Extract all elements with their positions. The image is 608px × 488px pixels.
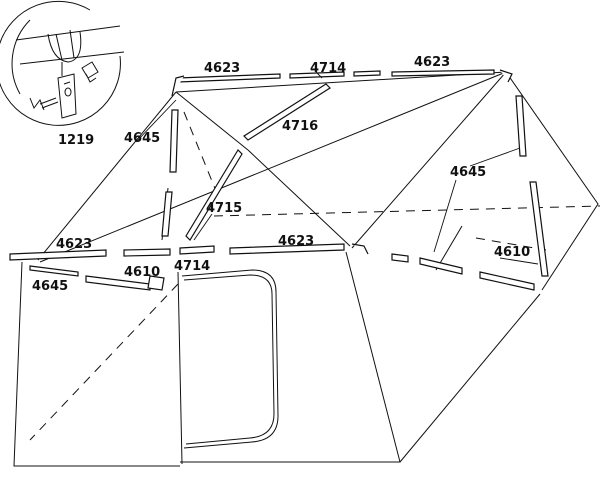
label-4623-top-left: 4623 xyxy=(204,61,240,76)
pole-eave-mid-4714 xyxy=(123,248,171,257)
pole-rafter-4645-b xyxy=(85,275,151,291)
label-4715: 4715 xyxy=(206,201,242,216)
tube-icon xyxy=(15,25,125,65)
leader-4714-top xyxy=(315,71,323,79)
pole-center-4715 xyxy=(185,149,243,241)
label-4610-center: 4610 xyxy=(124,265,160,280)
pole-eave-mid2 xyxy=(179,245,215,255)
pole-rafter-4645-a xyxy=(29,265,79,277)
label-4645-front: 4645 xyxy=(32,279,68,294)
roof-ridge-right xyxy=(247,149,351,247)
pole-side-dash-2 xyxy=(419,257,463,275)
leader-lines xyxy=(135,71,539,265)
pole-upright-mid xyxy=(161,191,173,237)
pole-top-right xyxy=(391,69,495,77)
label-4623-eave-center: 4623 xyxy=(278,234,314,249)
inset-circle xyxy=(0,0,121,126)
door-panel xyxy=(181,269,279,449)
pole-right-rafter-top xyxy=(515,95,527,157)
right-wall-bottom xyxy=(399,293,541,463)
left-roof-edge xyxy=(37,91,177,261)
pole-top-left-corner xyxy=(171,75,185,97)
clamp-band-icon xyxy=(47,29,82,63)
pole-upright-left xyxy=(169,109,179,173)
label-4645-right: 4645 xyxy=(450,165,486,180)
part-callouts: 4623 4714 4623 4716 4645 4645 4715 4623 … xyxy=(32,55,530,294)
label-4610-right: 4610 xyxy=(494,245,530,260)
tent-outline xyxy=(13,71,599,467)
clamp-hole-icon xyxy=(64,87,72,97)
pole-side-dash-3 xyxy=(479,271,535,291)
hidden-line-back xyxy=(475,237,547,251)
door-panel-inner xyxy=(183,274,275,445)
leader-4645-right xyxy=(469,147,521,167)
pole-eave-right-end xyxy=(351,243,369,255)
pole-top-connector xyxy=(289,71,345,79)
label-4623-top-right: 4623 xyxy=(414,55,450,70)
door-divider xyxy=(177,271,183,465)
hidden-lines xyxy=(29,111,601,441)
right-wing-edge xyxy=(505,71,599,291)
front-center-edge xyxy=(180,251,401,463)
pole-front-mid xyxy=(147,275,165,291)
pole-right-leg-4610 xyxy=(529,181,549,277)
label-4714-top: 4714 xyxy=(310,61,346,76)
roof-diagonal-long xyxy=(39,71,507,263)
label-4645-left: 4645 xyxy=(124,131,160,146)
hidden-line-roof xyxy=(183,111,219,197)
leader-4610-right xyxy=(499,257,539,265)
hidden-line-floor xyxy=(213,205,601,217)
pole-diagonal-4716 xyxy=(243,83,331,141)
hidden-line-diagonal xyxy=(29,283,179,441)
label-1219: 1219 xyxy=(58,133,94,148)
label-4714-eave: 4714 xyxy=(174,259,210,274)
clamp-tab-icon xyxy=(57,73,77,119)
front-left-wall xyxy=(13,261,180,467)
wing-nut-icon xyxy=(81,61,99,83)
pole-top-right-end xyxy=(353,70,381,77)
pole-eave-center-4623 xyxy=(229,243,345,255)
roof-ridge-left xyxy=(175,91,249,151)
wing-bolt-icon xyxy=(29,97,59,111)
roof-right-slope xyxy=(351,71,507,249)
leader-4715 xyxy=(193,213,213,241)
frame-poles xyxy=(9,69,549,291)
label-4716: 4716 xyxy=(282,119,318,134)
pole-side-dash-1 xyxy=(391,253,409,263)
leader-4645-right-2 xyxy=(433,179,457,253)
pole-eave-left-4623 xyxy=(9,249,107,261)
leader-4645-left xyxy=(135,99,177,143)
pole-top-right-corner xyxy=(499,69,513,83)
clamp-detail-inset: 1219 xyxy=(0,0,125,148)
label-4623-eave-left: 4623 xyxy=(56,237,92,252)
